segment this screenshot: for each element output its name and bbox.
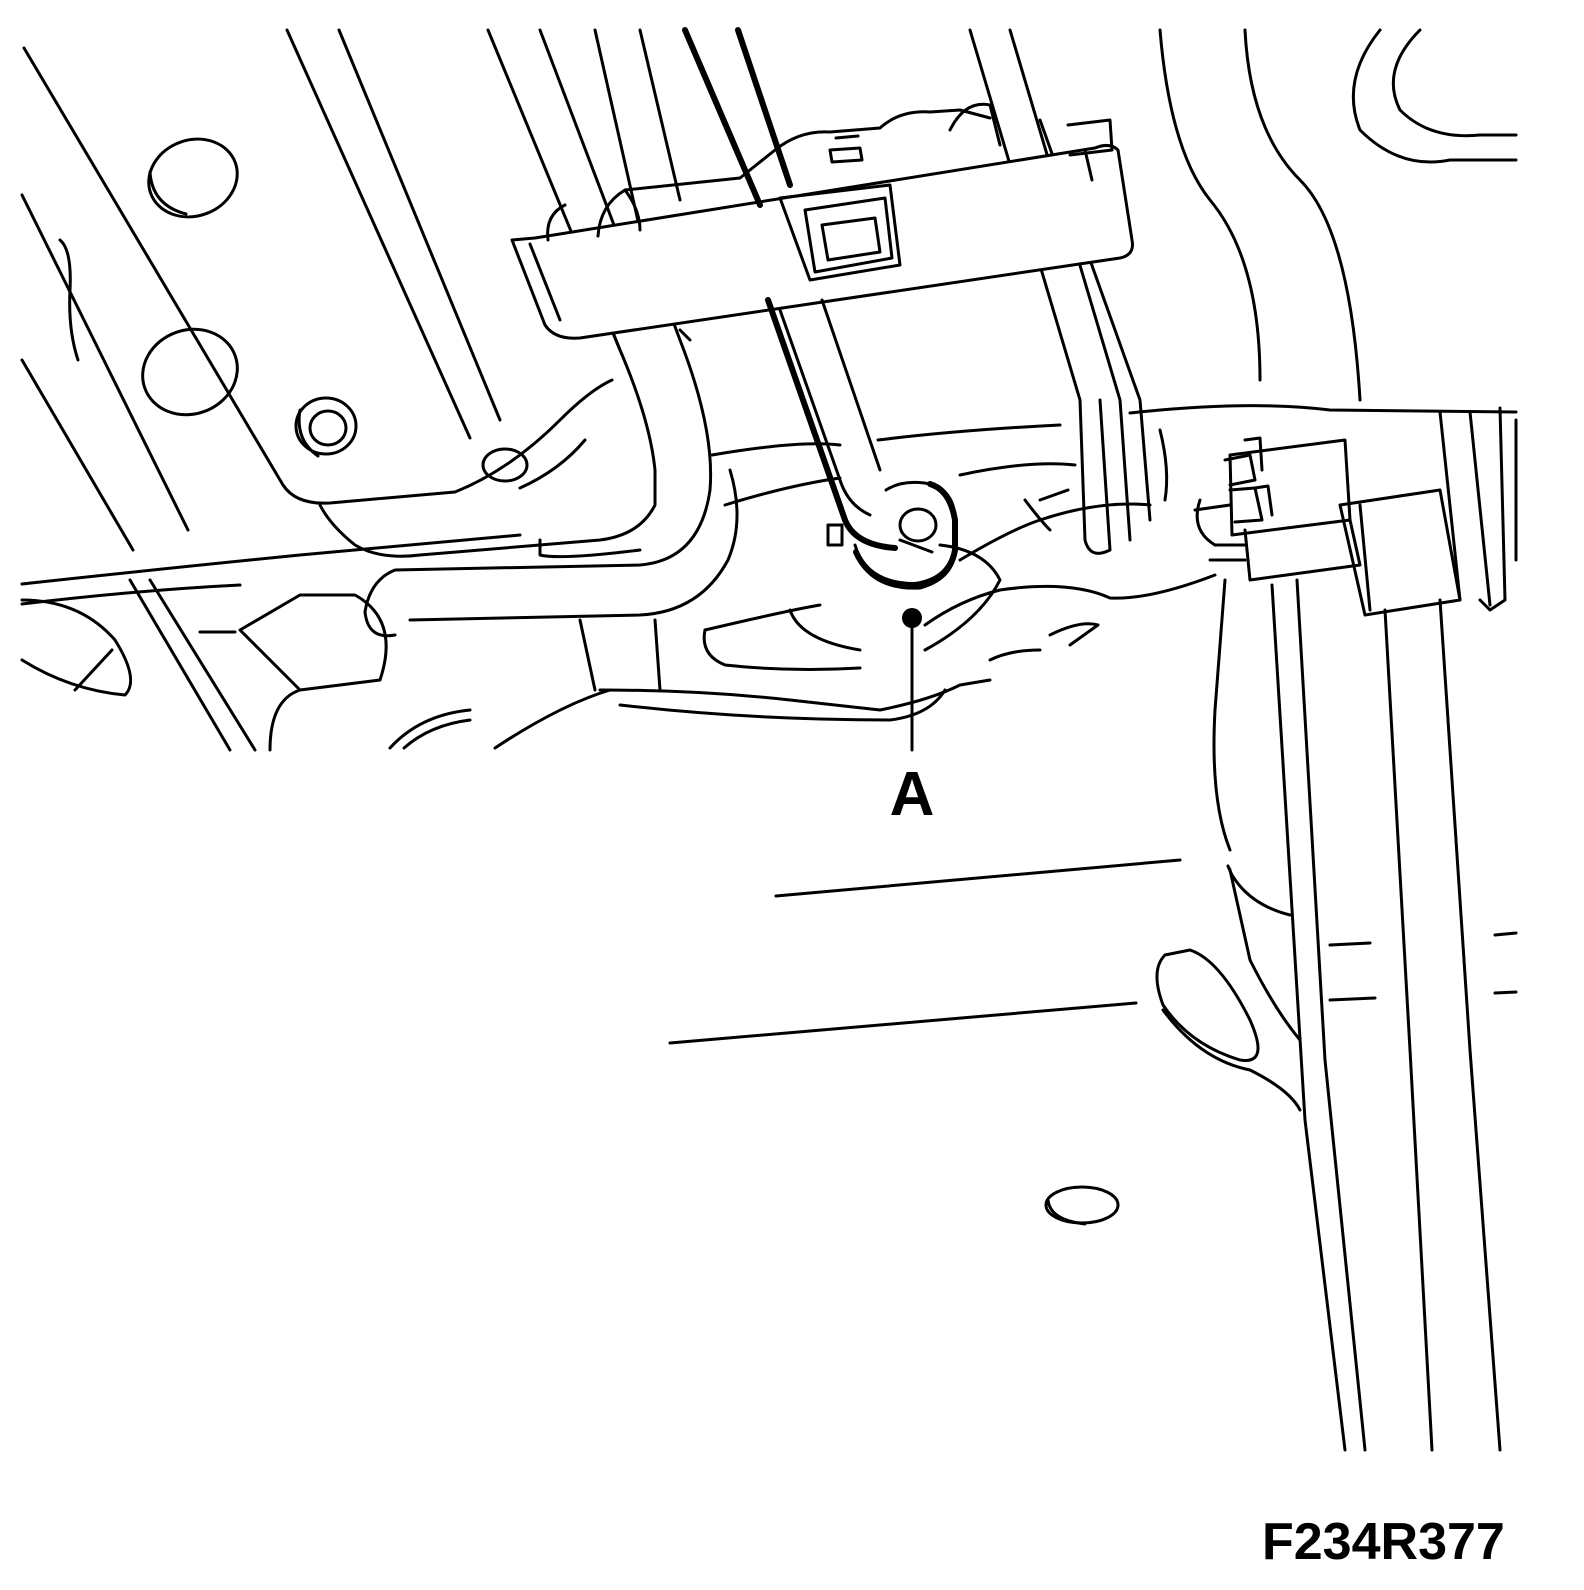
electrical-connector xyxy=(1193,406,1518,617)
upper-body-panel xyxy=(20,28,614,552)
floor-contours xyxy=(598,404,1518,722)
parking-brake-cable xyxy=(682,27,898,551)
pipe-clamp-bracket xyxy=(510,102,1134,342)
figure-id: F234R377 xyxy=(1262,1513,1505,1571)
fuel-tank-surface xyxy=(668,858,1302,1226)
right-tube-run xyxy=(1212,578,1518,1452)
callout-a: A xyxy=(890,608,935,829)
callout-a-label: A xyxy=(890,760,935,829)
floor-panel-left xyxy=(20,533,612,752)
panel-holes xyxy=(141,137,529,483)
pipe-run-left xyxy=(318,298,739,638)
cable-retaining-clip xyxy=(826,480,958,590)
